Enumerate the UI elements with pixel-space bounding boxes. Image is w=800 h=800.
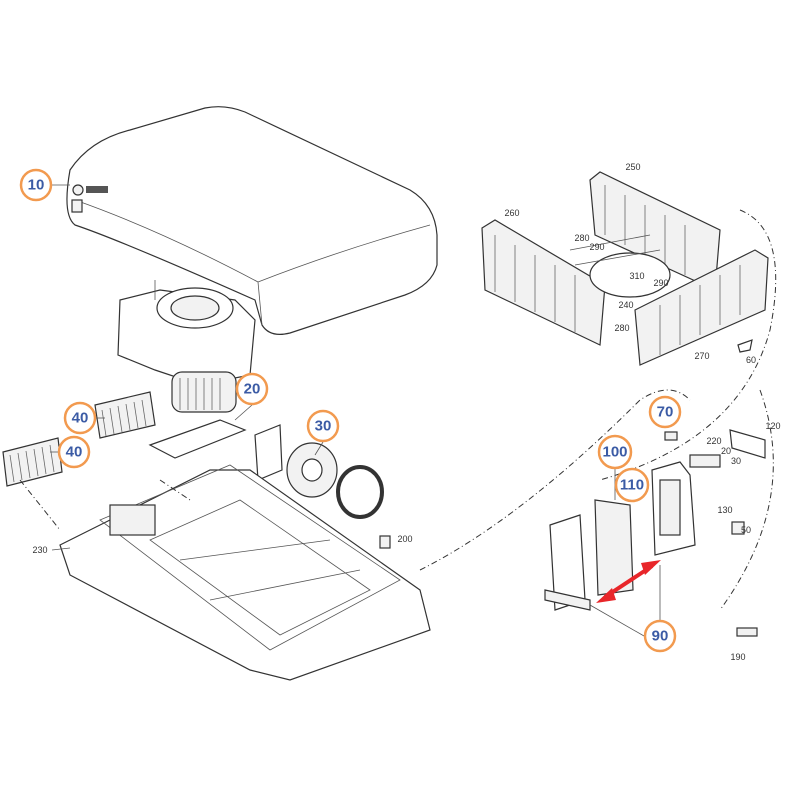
label-50: 50 — [741, 525, 751, 535]
label-120: 120 — [765, 421, 780, 431]
callout-10: 10 — [19, 168, 53, 202]
callout-110: 110 — [614, 467, 650, 503]
label-30: 30 — [731, 456, 741, 466]
label-20: 20 — [721, 446, 731, 456]
coil-260 — [481, 219, 606, 346]
callout-30: 30 — [306, 409, 340, 443]
label-310: 310 — [629, 271, 644, 281]
shroud — [66, 106, 438, 335]
control-board-100 — [594, 499, 634, 596]
label-240: 240 — [618, 300, 633, 310]
logo-icon — [72, 184, 84, 196]
condenser-coil-250 — [589, 171, 721, 291]
callout-100: 100 — [597, 434, 633, 470]
part-50 — [731, 521, 745, 535]
label-270: 270 — [694, 351, 709, 361]
label-260: 260 — [504, 208, 519, 218]
callout-20: 20 — [235, 372, 269, 406]
mount-lines — [19, 479, 191, 531]
svg-text:10: 10 — [28, 177, 45, 194]
cable-run — [719, 389, 774, 611]
svg-text:70: 70 — [657, 404, 674, 421]
grille-lower — [2, 437, 63, 487]
grille-upper — [94, 391, 156, 439]
control-box-90 — [651, 461, 696, 556]
label-220: 220 — [706, 436, 721, 446]
control-cover — [544, 514, 591, 611]
blower-motor — [148, 371, 247, 459]
cable-run — [599, 209, 777, 481]
blower-wheel — [254, 424, 384, 519]
coil-270 — [634, 249, 769, 366]
svg-text:110: 110 — [620, 477, 644, 494]
base-pan — [59, 464, 431, 681]
compressor-310 — [569, 234, 671, 298]
part-60 — [737, 339, 753, 353]
svg-text:40: 40 — [66, 444, 83, 461]
label-280: 280 — [574, 233, 589, 243]
brand-logo — [86, 186, 108, 193]
svg-text:40: 40 — [72, 410, 89, 427]
label-290: 290 — [589, 242, 604, 252]
svg-text:100: 100 — [602, 444, 627, 461]
part-120 — [729, 429, 766, 459]
callout-90: 90 — [643, 619, 677, 653]
label-280b: 280 — [614, 323, 629, 333]
label-200: 200 — [397, 534, 412, 544]
svg-text:20: 20 — [244, 381, 261, 398]
callout-40-lower: 40 — [57, 435, 91, 469]
label-250: 250 — [625, 162, 640, 172]
svg-text:30: 30 — [315, 418, 332, 435]
blower-housing — [117, 280, 256, 386]
double-arrow — [596, 560, 661, 603]
components-220-20-30 — [664, 429, 766, 637]
label-130: 130 — [717, 505, 732, 515]
label-290b: 290 — [653, 278, 668, 288]
callout-70: 70 — [648, 395, 682, 429]
label-190: 190 — [730, 652, 745, 662]
part-200 — [379, 535, 391, 549]
cable-run — [419, 389, 691, 571]
label-230: 230 — [32, 545, 47, 555]
callout-40-upper: 40 — [63, 401, 97, 435]
svg-text:90: 90 — [652, 628, 669, 645]
label-60: 60 — [746, 355, 756, 365]
part-190 — [736, 627, 758, 637]
